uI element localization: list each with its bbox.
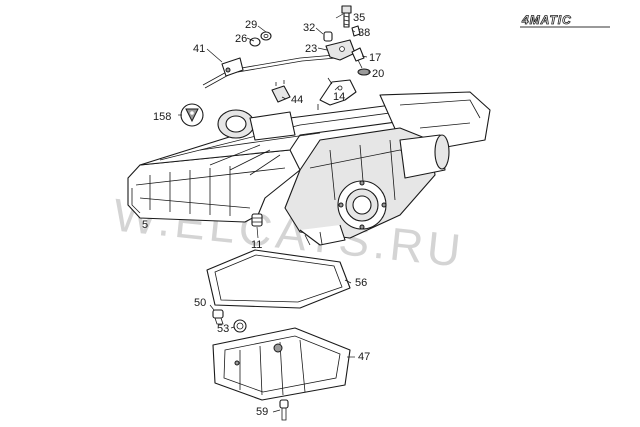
callout-29: 29 <box>245 19 257 31</box>
front-flange <box>217 109 296 141</box>
part-53-seal-ring <box>233 319 247 333</box>
callout-32: 32 <box>303 22 315 34</box>
callout-56: 56 <box>355 277 367 289</box>
part-23-bracket <box>325 39 356 61</box>
part-158-mount <box>178 103 204 127</box>
callout-35: 35 <box>353 12 365 24</box>
callout-59: 59 <box>256 406 268 418</box>
4matic-badge-text: 4MATIC <box>521 13 572 27</box>
part-14-bracket <box>317 77 357 110</box>
callout-53: 53 <box>217 323 229 335</box>
4matic-badge: 4MATIC <box>520 13 610 28</box>
callout-26: 26 <box>235 33 247 45</box>
part-17-bolt <box>351 47 365 69</box>
part-56-gasket <box>206 249 351 309</box>
part-35-bolt <box>341 5 352 28</box>
callout-20: 20 <box>372 68 384 80</box>
callout-38: 38 <box>358 27 370 39</box>
part-38-nut <box>351 25 361 37</box>
callout-41: 41 <box>193 43 205 55</box>
part-11-drain-plug <box>251 213 263 227</box>
callout-11: 11 <box>251 239 262 251</box>
dipstick-tube <box>202 54 337 89</box>
part-44-clip <box>271 80 291 103</box>
callout-44: 44 <box>291 94 303 106</box>
callout-14: 14 <box>333 91 345 103</box>
callout-47: 47 <box>358 351 370 363</box>
transfer-case-housing <box>284 127 450 246</box>
leader-lines <box>206 13 371 413</box>
callout-158: 158 <box>153 111 171 123</box>
callout-23: 23 <box>305 43 317 55</box>
callout-17: 17 <box>369 52 381 64</box>
part-29-seal <box>260 31 272 41</box>
part-47-lower-oil-pan <box>212 327 351 401</box>
callout-5: 5 <box>142 219 148 231</box>
part-59-screw <box>279 399 289 421</box>
part-50-drain-plug <box>212 309 224 325</box>
part-26-washer <box>249 37 261 47</box>
callout-50: 50 <box>194 297 206 309</box>
part-32-cap <box>323 31 333 42</box>
